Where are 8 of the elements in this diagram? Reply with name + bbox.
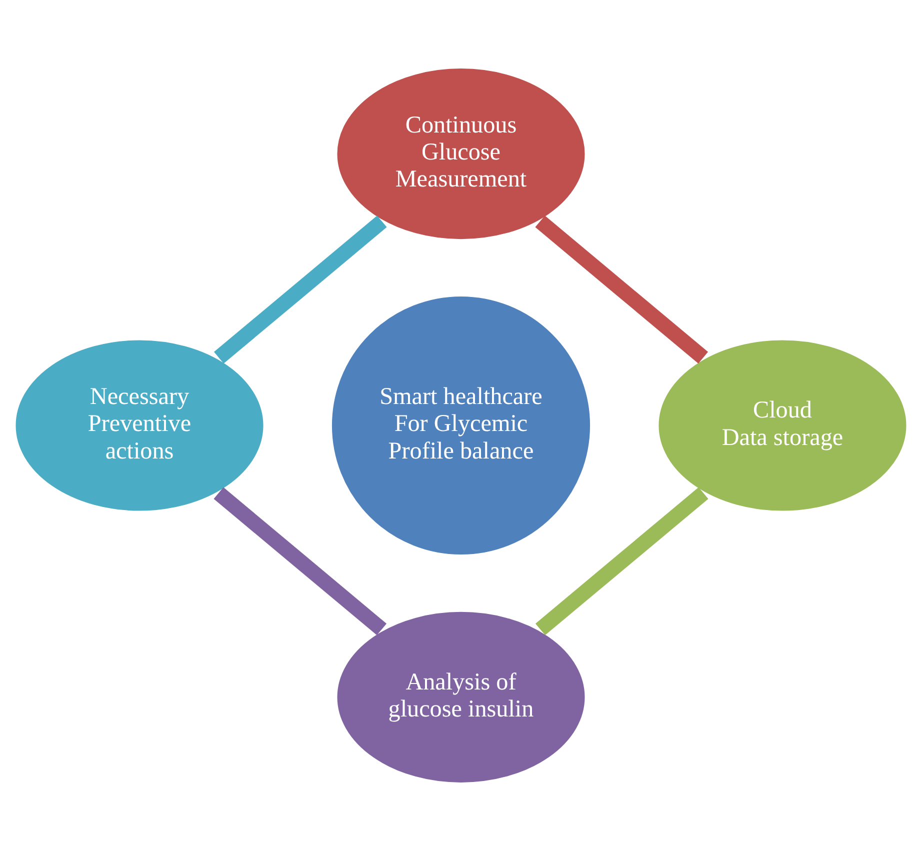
connector [535, 216, 708, 364]
node-ellipse: Necessary Preventive actions [12, 337, 266, 514]
node-ellipse: Continuous Glucose Measurement [334, 66, 588, 242]
connector [214, 216, 387, 364]
node-ellipse: Analysis of glucose insulin [334, 608, 588, 786]
connector [214, 487, 387, 636]
node-ellipse: Cloud Data storage [656, 337, 910, 514]
connector [535, 487, 708, 636]
